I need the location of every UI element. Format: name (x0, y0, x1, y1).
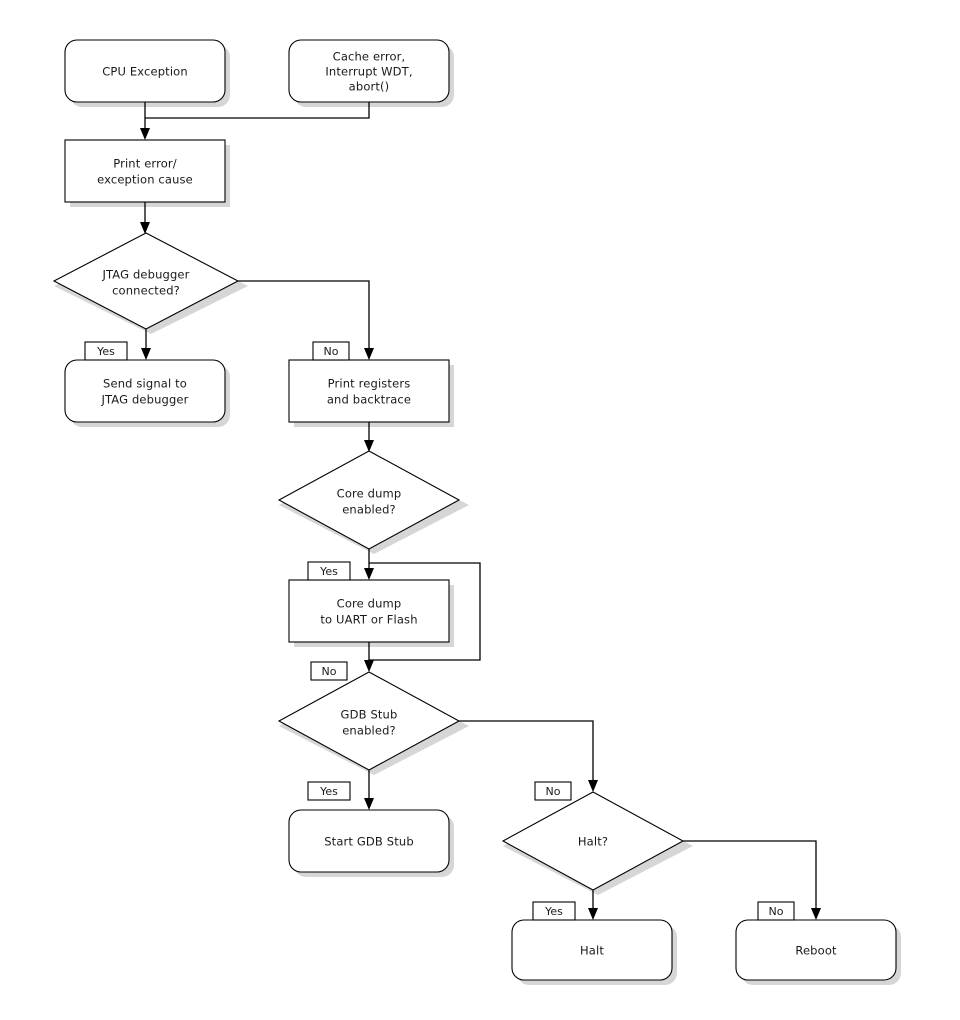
node-print-registers[interactable]: Print registers and backtrace (288, 359, 450, 423)
edge-cpu-exception-to-print-error (140, 102, 150, 140)
edge-label-gdbstub-no: No (534, 781, 572, 801)
edge-label-jtag-yes: Yes (84, 341, 128, 361)
edge-print-registers-to-core-dump-question (364, 422, 374, 452)
print-registers-label-line2: and backtrace (327, 393, 411, 407)
jtag-connected-shape[interactable] (52, 232, 240, 330)
coredump-yes-text: Yes (319, 565, 338, 578)
halt-question-shape[interactable] (501, 791, 685, 891)
coredump-no-text: No (322, 665, 337, 678)
cache-error-shape[interactable] (288, 39, 450, 103)
edge-halt-no-to-reboot-action (683, 840, 821, 920)
halt-no-box (757, 901, 795, 921)
core-dump-enabled-label-line2: enabled? (342, 503, 396, 517)
node-cache-error[interactable]: Cache error, Interrupt WDT, abort() (288, 39, 450, 103)
print-registers-shape[interactable] (288, 359, 450, 423)
coredump-yes-box (307, 561, 351, 581)
coredump-no-box (310, 661, 348, 681)
edge-halt-yes-to-halt-action (588, 890, 598, 920)
node-core-dump-enabled[interactable]: Core dump enabled? (277, 450, 461, 550)
gdbstub-no-box (534, 781, 572, 801)
edge-jtag-yes-to-send-signal (141, 329, 151, 360)
halt-action-shape[interactable] (511, 919, 673, 981)
halt-yes-text: Yes (544, 905, 563, 918)
print-error-shape[interactable] (64, 139, 226, 203)
core-dump-enabled-label-line1: Core dump (337, 487, 402, 501)
arrowhead (140, 222, 150, 234)
arrowhead (588, 780, 598, 792)
core-dump-enabled-shape[interactable] (277, 450, 461, 550)
cache-error-label-line3: abort() (349, 80, 390, 94)
edge-cache-error-to-print-error (145, 102, 370, 119)
print-registers-label-line1: Print registers (328, 377, 411, 391)
cpu-exception-shape[interactable] (64, 39, 226, 103)
arrowhead (140, 128, 150, 140)
node-send-signal[interactable]: Send signal to JTAG debugger (64, 359, 226, 423)
arrowhead (364, 348, 374, 360)
edge-label-layer: Yes No Yes No Yes No (84, 341, 795, 921)
edge-core-dump-yes-to-core-dump-action (364, 549, 374, 580)
edge-jtag-no-to-print-registers (238, 280, 374, 360)
arrowhead (364, 568, 374, 580)
halt-question-label: Halt? (578, 835, 608, 849)
node-halt-question[interactable]: Halt? (501, 791, 685, 891)
core-dump-action-label-line1: Core dump (337, 597, 402, 611)
node-layer: CPU Exception Cache error, Interrupt WDT… (52, 39, 897, 981)
core-dump-action-label-line2: to UART or Flash (320, 613, 417, 627)
print-error-label-line1: Print error/ (113, 157, 177, 171)
core-dump-action-shape[interactable] (288, 579, 450, 643)
edge-label-coredump-no: No (310, 661, 348, 681)
arrowhead (364, 660, 374, 672)
halt-yes-box (532, 901, 576, 921)
send-signal-label-line1: Send signal to (103, 377, 187, 391)
arrowhead (364, 798, 374, 810)
jtag-connected-label-line1: JTAG debugger (101, 268, 189, 282)
cache-error-label-line1: Cache error, (333, 50, 406, 64)
node-jtag-connected[interactable]: JTAG debugger connected? (52, 232, 240, 330)
halt-no-text: No (769, 905, 784, 918)
edge-label-jtag-no: No (312, 341, 350, 361)
gdb-stub-enabled-label-line2: enabled? (342, 724, 396, 738)
edge-label-halt-yes: Yes (532, 901, 576, 921)
gdbstub-no-text: No (546, 785, 561, 798)
node-cpu-exception[interactable]: CPU Exception (64, 39, 226, 103)
print-error-label-line2: exception cause (97, 173, 193, 187)
edge-label-gdbstub-yes: Yes (307, 781, 351, 801)
edge-gdb-stub-no-to-halt-question (459, 720, 598, 792)
jtag-yes-text: Yes (96, 345, 115, 358)
cache-error-label-line2: Interrupt WDT, (325, 65, 412, 79)
edge-print-error-to-jtag (140, 202, 150, 234)
node-core-dump-action[interactable]: Core dump to UART or Flash (288, 579, 450, 643)
gdbstub-yes-box (307, 781, 351, 801)
node-halt-action[interactable]: Halt (511, 919, 673, 981)
arrowhead (811, 908, 821, 920)
node-gdb-stub-enabled[interactable]: GDB Stub enabled? (277, 671, 461, 771)
jtag-yes-box (84, 341, 128, 361)
jtag-no-text: No (324, 345, 339, 358)
arrowhead (364, 440, 374, 452)
gdbstub-yes-text: Yes (319, 785, 338, 798)
send-signal-label-line2: JTAG debugger (100, 393, 188, 407)
node-reboot-action[interactable]: Reboot (735, 919, 897, 981)
cpu-exception-label: CPU Exception (102, 65, 188, 79)
jtag-connected-label-line2: connected? (112, 284, 180, 298)
edge-layer (140, 102, 821, 920)
start-gdb-stub-label: Start GDB Stub (324, 835, 414, 849)
jtag-no-box (312, 341, 350, 361)
arrowhead (588, 908, 598, 920)
arrowhead (141, 348, 151, 360)
node-print-error[interactable]: Print error/ exception cause (64, 139, 226, 203)
edge-label-halt-no: No (757, 901, 795, 921)
gdb-stub-enabled-label-line1: GDB Stub (341, 708, 398, 722)
send-signal-shape[interactable] (64, 359, 226, 423)
halt-action-label: Halt (580, 944, 604, 958)
edge-label-coredump-yes: Yes (307, 561, 351, 581)
edge-core-dump-no-bypass-to-gdb-stub (369, 562, 481, 661)
reboot-action-shape[interactable] (735, 919, 897, 981)
edge-core-dump-action-to-gdb-stub (364, 642, 374, 672)
start-gdb-stub-shape[interactable] (288, 809, 450, 873)
edge-gdb-stub-yes-to-start-gdb-stub (364, 770, 374, 810)
node-start-gdb-stub[interactable]: Start GDB Stub (288, 809, 450, 873)
reboot-action-label: Reboot (795, 944, 837, 958)
gdb-stub-enabled-shape[interactable] (277, 671, 461, 771)
